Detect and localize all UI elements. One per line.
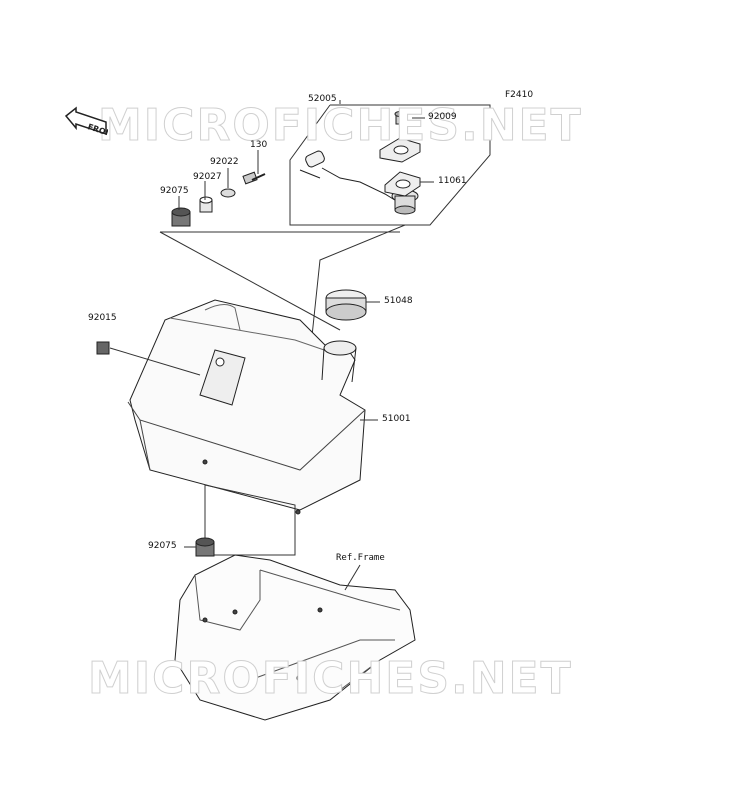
fuel-tank-51001 <box>96 299 366 515</box>
plate-92009 <box>379 111 421 163</box>
part-label-92009: 92009 <box>428 112 457 122</box>
vehicle-frame <box>174 554 416 721</box>
front-arrow-icon: FRONT <box>64 106 108 138</box>
gauge-assembly-box <box>289 104 491 226</box>
part-label-92027: 92027 <box>193 172 222 182</box>
part-label-92075-top: 92075 <box>160 186 189 196</box>
figure-code: F2410 <box>505 90 534 100</box>
part-label-51001: 51001 <box>382 414 411 424</box>
leader-lines <box>178 100 434 591</box>
collar-92027 <box>199 196 213 213</box>
part-label-51048: 51048 <box>384 296 413 306</box>
guide-box-frame <box>204 484 296 556</box>
gasket-11061 <box>384 171 421 197</box>
part-label-11061: 11061 <box>438 176 467 186</box>
part-label-52005: 52005 <box>308 94 337 104</box>
part-label-130: 130 <box>250 140 268 150</box>
part-label-92022: 92022 <box>210 157 239 167</box>
guide-line-hardware-2 <box>159 231 341 331</box>
filler-cap-51048 <box>325 289 367 321</box>
bolt-130 <box>242 171 266 185</box>
fuel-gauge-float <box>299 150 399 203</box>
watermark-top: MICROFICHES.NET <box>98 100 583 152</box>
guide-line-gauge <box>309 224 406 356</box>
ref-frame-label: Ref.Frame <box>336 553 385 563</box>
damper-92075-top <box>171 207 191 227</box>
washer-92022 <box>220 188 236 198</box>
watermark-bottom: MICROFICHES.NET <box>88 653 573 705</box>
part-label-92075-bottom: 92075 <box>148 541 177 551</box>
part-label-92015: 92015 <box>88 313 117 323</box>
damper-92075-bottom <box>195 537 215 557</box>
